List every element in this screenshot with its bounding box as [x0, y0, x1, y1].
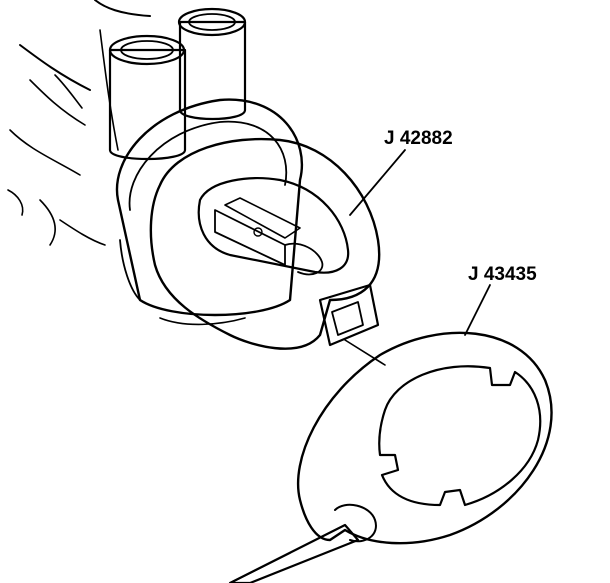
callout-leader-2	[464, 284, 491, 336]
socket-tool	[149, 137, 381, 350]
callout-leader-1	[349, 149, 406, 216]
spanner-wrench	[228, 331, 553, 583]
callout-label-j42882: J 42882	[384, 128, 453, 149]
mounting-flange	[115, 98, 304, 326]
housing-body	[7, 0, 151, 246]
pipe-left	[108, 34, 187, 161]
callout-label-j43435: J 43435	[468, 264, 537, 285]
